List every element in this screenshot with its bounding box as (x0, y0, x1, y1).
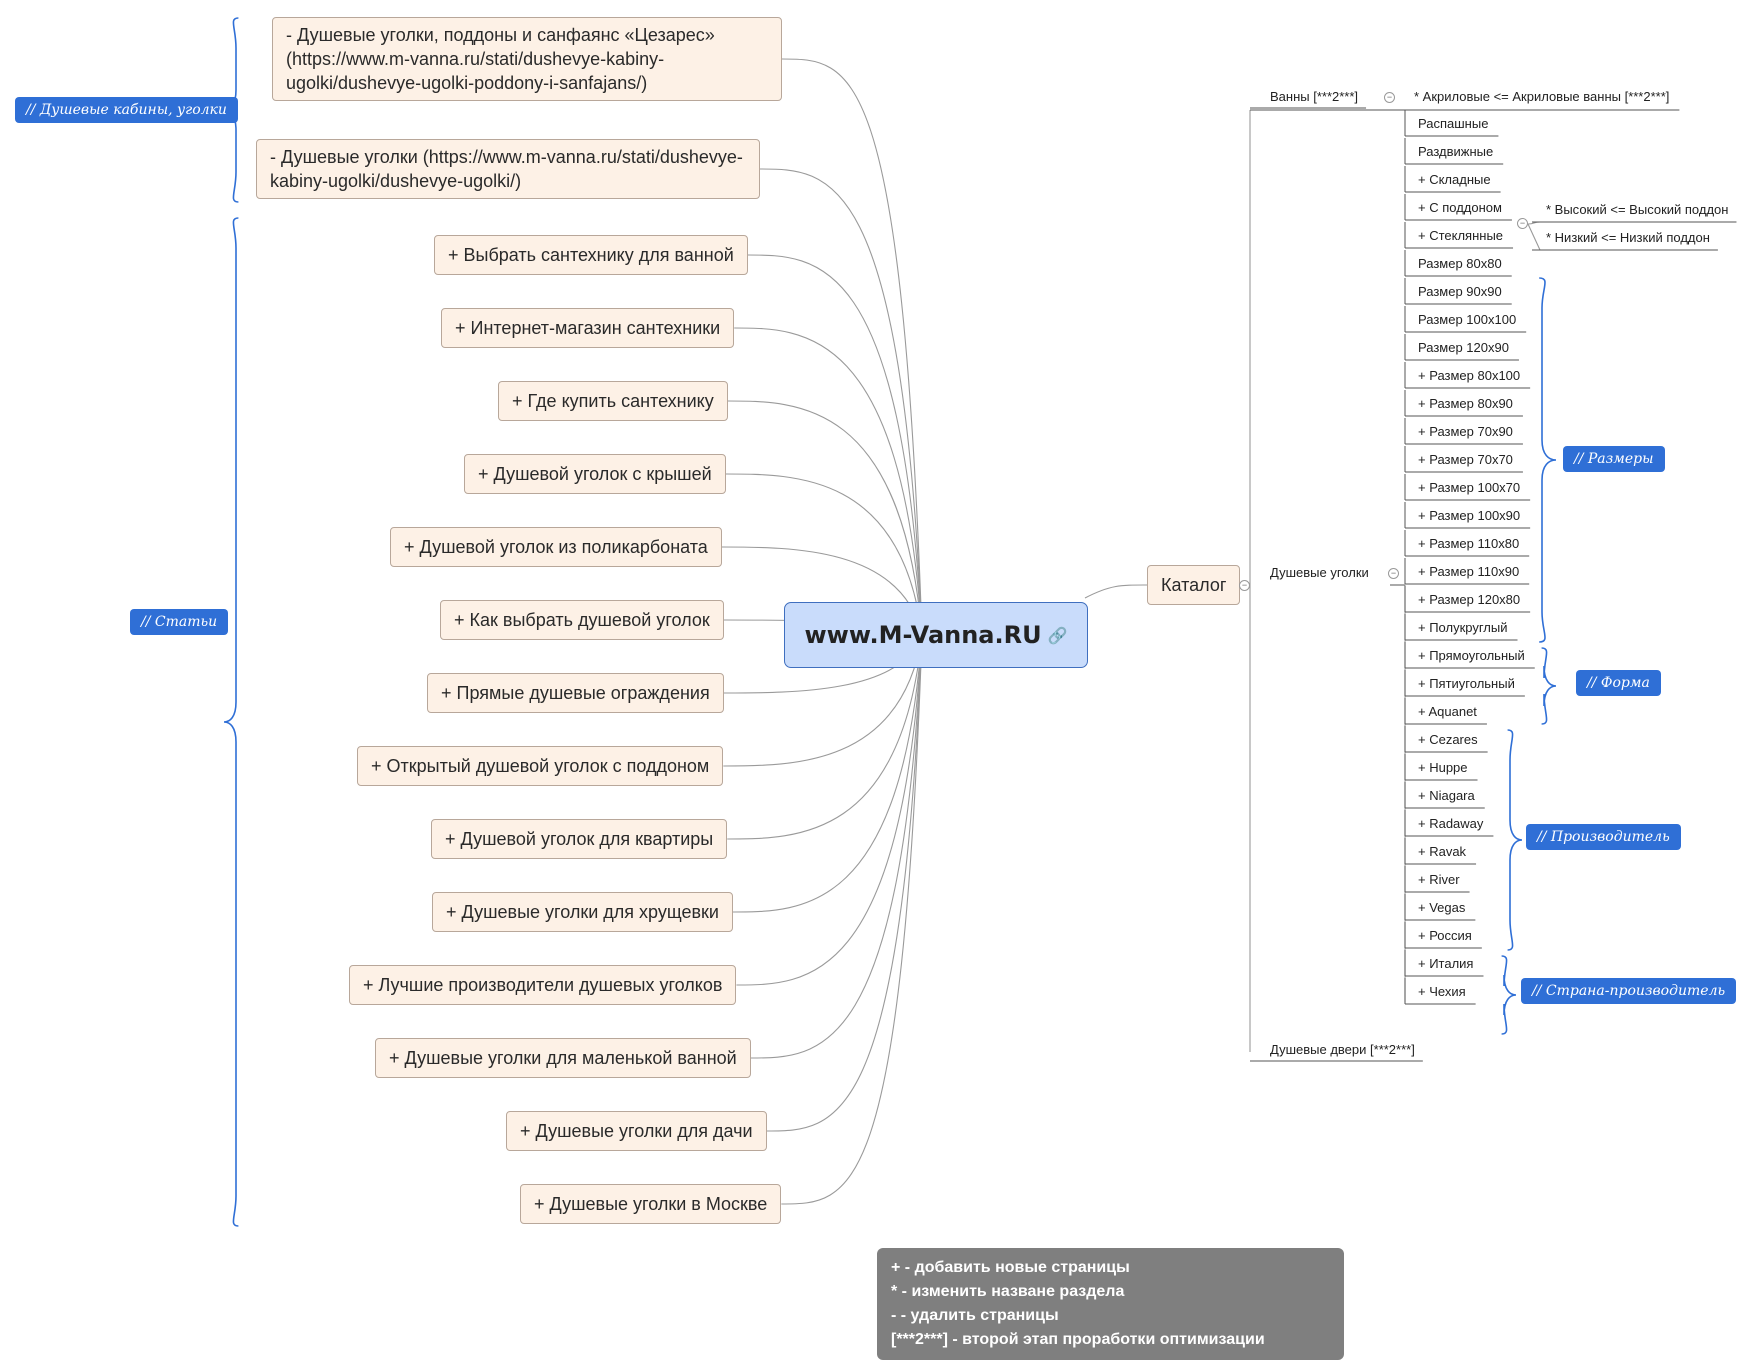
label-country[interactable]: // Страна-производитель (1521, 978, 1737, 1004)
catalog-item[interactable]: + Россия (1418, 928, 1472, 943)
subtopic-acrylic-baths[interactable]: * Акриловые <= Акриловые ванны [***2***] (1414, 89, 1670, 104)
catalog-item[interactable]: Размер 80x80 (1418, 256, 1502, 271)
legend-line-rename: * - изменить назване раздела (891, 1283, 1125, 1300)
topic-small-bathroom[interactable]: + Душевые уголки для маленькой ванной (375, 1038, 751, 1078)
topic-straight-enclosures[interactable]: + Прямые душевые ограждения (427, 673, 724, 713)
brace-sizes (1539, 277, 1557, 643)
legend-line-delete: - - удалить страницы (891, 1307, 1059, 1324)
connector-line (727, 634, 923, 840)
connector-line (1527, 221, 1541, 251)
topic-for-dacha[interactable]: + Душевые уголки для дачи (506, 1111, 767, 1151)
brace-articles (223, 217, 239, 1227)
catalog-item[interactable]: + Vegas (1418, 900, 1466, 915)
topic-open-corner-tray[interactable]: + Открытый душевой уголок с поддоном (357, 746, 724, 786)
connector-line (759, 168, 923, 636)
connector-line (734, 327, 923, 636)
collapse-tray-icon[interactable]: − (1517, 218, 1528, 229)
connector-line (1084, 584, 1148, 599)
root-topic[interactable]: www.M-Vanna.RU 🔗 (784, 602, 1088, 668)
catalog-item[interactable]: + Стеклянные (1418, 228, 1504, 243)
connector-line (725, 473, 923, 636)
legend-box: + - добавить новые страницы * - изменить… (877, 1248, 1344, 1360)
topic-best-manufacturers[interactable]: + Лучшие производители душевых уголков (349, 965, 737, 1005)
topic-in-moscow[interactable]: + Душевые уголки в Москве (520, 1184, 782, 1224)
catalog-item[interactable]: + Radaway (1418, 816, 1484, 831)
catalog-item[interactable]: + Размер 110x80 (1418, 536, 1520, 551)
subtopic-tray-low[interactable]: * Низкий <= Низкий поддон (1546, 230, 1710, 245)
topic-shower-corners-article[interactable]: - Душевые уголки (https://www.m-vanna.ru… (256, 139, 760, 199)
catalog-item[interactable]: + River (1418, 872, 1460, 887)
collapse-catalog-icon[interactable]: − (1239, 580, 1250, 591)
connector-line (781, 58, 923, 636)
catalog-item[interactable]: + Складные (1418, 172, 1491, 187)
catalog-item[interactable]: Размер 100x100 (1418, 312, 1517, 327)
topic-polycarbonate[interactable]: + Душевой уголок из поликарбоната (390, 527, 722, 567)
subtopic-tray-high[interactable]: * Высокий <= Высокий поддон (1546, 202, 1729, 217)
catalog-item[interactable]: + Niagara (1418, 788, 1475, 803)
legend-line-add: + - добавить новые страницы (891, 1259, 1130, 1276)
connector-line (747, 254, 923, 636)
brace-shape (1541, 647, 1557, 725)
label-articles[interactable]: // Статьи (130, 609, 229, 635)
connector-line (750, 634, 923, 1059)
link-icon[interactable]: 🔗 (1047, 625, 1068, 645)
catalog-item[interactable]: Раздвижные (1418, 144, 1494, 159)
topic-for-khrushchevka[interactable]: + Душевые уголки для хрущевки (432, 892, 733, 932)
catalog-item[interactable]: + Размер 100x90 (1418, 508, 1521, 523)
topic-for-apartment[interactable]: + Душевой уголок для квартиры (431, 819, 728, 859)
catalog-item[interactable]: Распашные (1418, 116, 1489, 131)
connector-line (723, 634, 923, 767)
brace-manufacturer (1507, 729, 1523, 951)
topic-how-to-choose[interactable]: + Как выбрать душевой уголок (440, 600, 724, 640)
catalog-item[interactable]: + Aquanet (1418, 704, 1477, 719)
catalog-item[interactable]: + Huppe (1418, 760, 1468, 775)
label-manufacturer[interactable]: // Производитель (1526, 824, 1681, 850)
connector-line (781, 634, 923, 1205)
topic-cezares-article[interactable]: - Душевые уголки, поддоны и санфаянс «Це… (272, 17, 782, 101)
topic-catalog[interactable]: Каталог (1147, 565, 1241, 605)
legend-line-stage2: [***2***] - второй этап проработки оптим… (891, 1331, 1265, 1348)
topic-corner-with-roof[interactable]: + Душевой уголок с крышей (464, 454, 726, 494)
catalog-item[interactable]: + С поддоном (1418, 200, 1502, 215)
catalog-item[interactable]: + Размер 100x70 (1418, 480, 1521, 495)
collapse-baths-icon[interactable]: − (1384, 92, 1395, 103)
catalog-item[interactable]: + Чехия (1418, 984, 1466, 999)
catalog-item[interactable]: + Размер 80x90 (1418, 396, 1513, 411)
catalog-item[interactable]: Размер 90x90 (1418, 284, 1502, 299)
topic-where-to-buy[interactable]: + Где купить сантехнику (498, 381, 728, 421)
catalog-item[interactable]: + Cezares (1418, 732, 1478, 747)
subtopic-shower-doors[interactable]: Душевые двери [***2***] (1270, 1042, 1415, 1057)
catalog-item[interactable]: + Прямоугольный (1418, 648, 1525, 663)
connector-line (736, 634, 923, 986)
catalog-item[interactable]: + Размер 80x100 (1418, 368, 1521, 383)
catalog-item[interactable]: + Италия (1418, 956, 1474, 971)
connector-line (766, 634, 923, 1132)
catalog-item[interactable]: + Размер 70x70 (1418, 452, 1513, 467)
label-shape[interactable]: // Форма (1576, 670, 1661, 696)
collapse-shower-corners-icon[interactable]: − (1388, 568, 1399, 579)
brace-country (1501, 955, 1517, 1035)
catalog-item[interactable]: + Пятиугольный (1418, 676, 1515, 691)
catalog-item[interactable]: + Полукруглый (1418, 620, 1508, 635)
catalog-item[interactable]: + Размер 70x90 (1418, 424, 1513, 439)
subtopic-shower-corners[interactable]: Душевые уголки (1270, 565, 1369, 580)
catalog-item[interactable]: + Ravak (1418, 844, 1467, 859)
connector-line (732, 634, 923, 913)
topic-online-store[interactable]: + Интернет-магазин сантехники (441, 308, 735, 348)
catalog-item[interactable]: Размер 120x90 (1418, 340, 1509, 355)
catalog-item[interactable]: + Размер 120x80 (1418, 592, 1521, 607)
subtopic-baths[interactable]: Ванны [***2***] (1270, 89, 1359, 104)
catalog-item[interactable]: + Размер 110x90 (1418, 564, 1520, 579)
label-shower-cabins[interactable]: // Душевые кабины, уголки (15, 97, 238, 123)
topic-choose-plumbing[interactable]: + Выбрать сантехнику для ванной (434, 235, 748, 275)
root-title: www.M-Vanna.RU (804, 621, 1042, 649)
label-sizes[interactable]: // Размеры (1563, 446, 1665, 472)
connector-line (727, 400, 923, 636)
